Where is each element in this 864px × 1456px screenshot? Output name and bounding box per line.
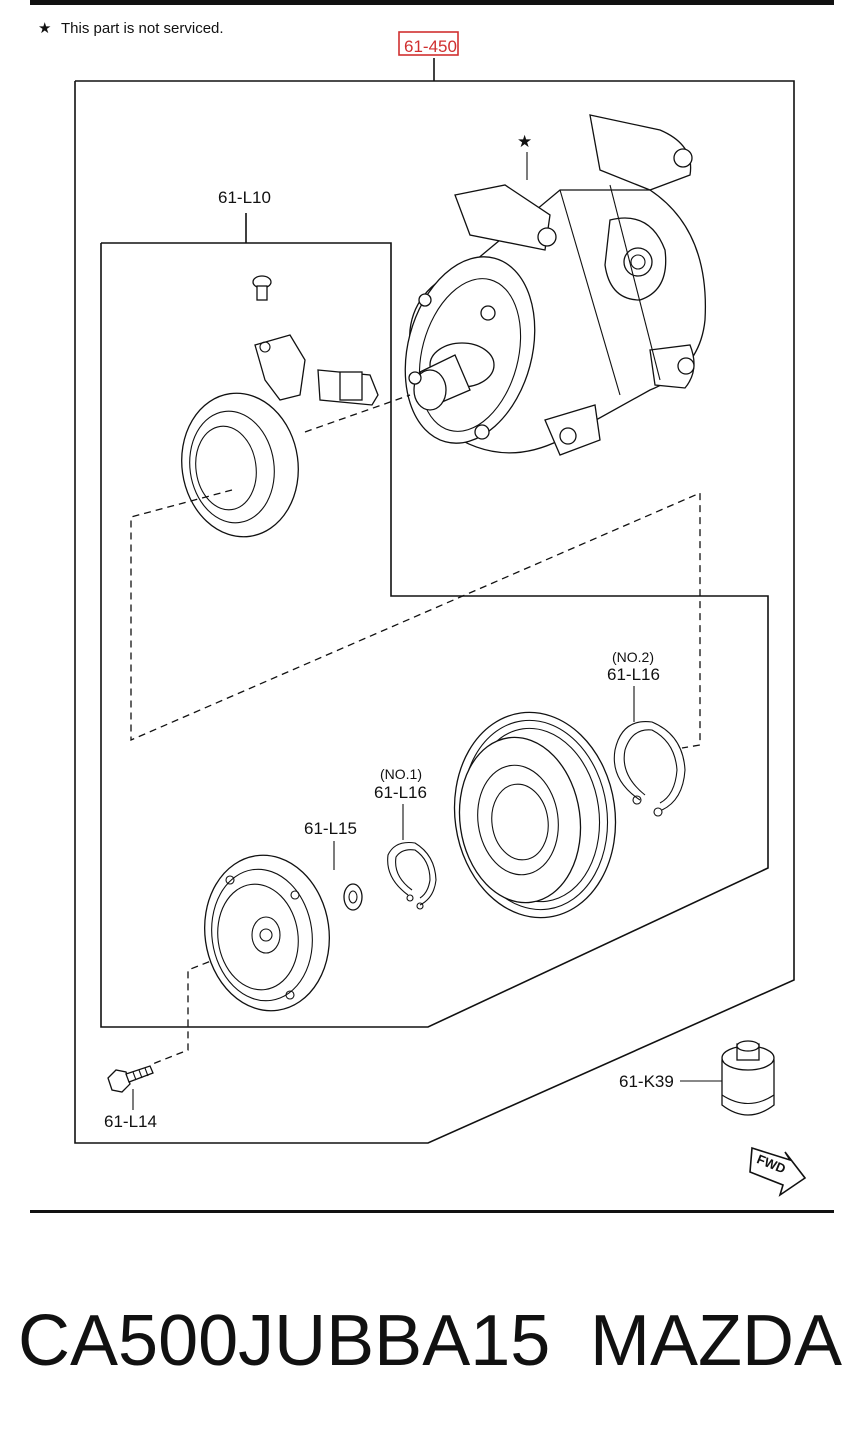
fwd-arrow-icon: FWD	[749, 1146, 807, 1197]
part-number: CA500JUBBA15	[18, 1301, 551, 1381]
bolt[interactable]	[107, 1065, 154, 1093]
snap-ring-no2-label[interactable]: 61-L16	[607, 665, 660, 684]
snap-ring-no2-tag: (NO.2)	[612, 649, 654, 665]
clutch-group-frame	[100, 242, 769, 1028]
not-serviced-star-icon: ★	[517, 132, 532, 151]
snap-ring-no1[interactable]	[387, 841, 437, 910]
coil-screw[interactable]	[252, 275, 272, 301]
assembly-label[interactable]: 61-450	[404, 37, 457, 56]
snap-ring-no1-label[interactable]: 61-L16	[374, 783, 427, 802]
assembly-label-highlight	[398, 31, 459, 56]
magnet-coil[interactable]	[173, 334, 379, 544]
snap-ring-no1-tag: (NO.1)	[380, 766, 422, 782]
footer: CA500JUBBA15 MAZDA	[0, 1300, 864, 1400]
pressure-plate[interactable]	[195, 847, 340, 1019]
compressor-body[interactable]	[386, 114, 707, 458]
shim-label[interactable]: 61-L15	[304, 819, 357, 838]
top-rule	[30, 0, 834, 5]
note-star-icon: ★	[38, 20, 51, 37]
pulley[interactable]	[441, 702, 628, 928]
assembly-frame	[74, 80, 795, 1144]
snap-ring-no2[interactable]	[613, 721, 686, 817]
not-serviced-note: ★ This part is not serviced.	[38, 20, 224, 37]
cap-label[interactable]: 61-K39	[619, 1072, 674, 1091]
clutch-coil-label[interactable]: 61-L10	[218, 188, 271, 207]
bolt-label[interactable]: 61-L14	[104, 1112, 157, 1131]
explode-line-shaft	[304, 394, 411, 433]
cap[interactable]	[721, 1040, 775, 1116]
note-text: This part is not serviced.	[61, 20, 224, 37]
shim[interactable]	[343, 883, 363, 911]
explode-line-left	[130, 489, 701, 749]
brand-name: MAZDA	[590, 1301, 842, 1381]
bottom-rule	[30, 1210, 834, 1213]
